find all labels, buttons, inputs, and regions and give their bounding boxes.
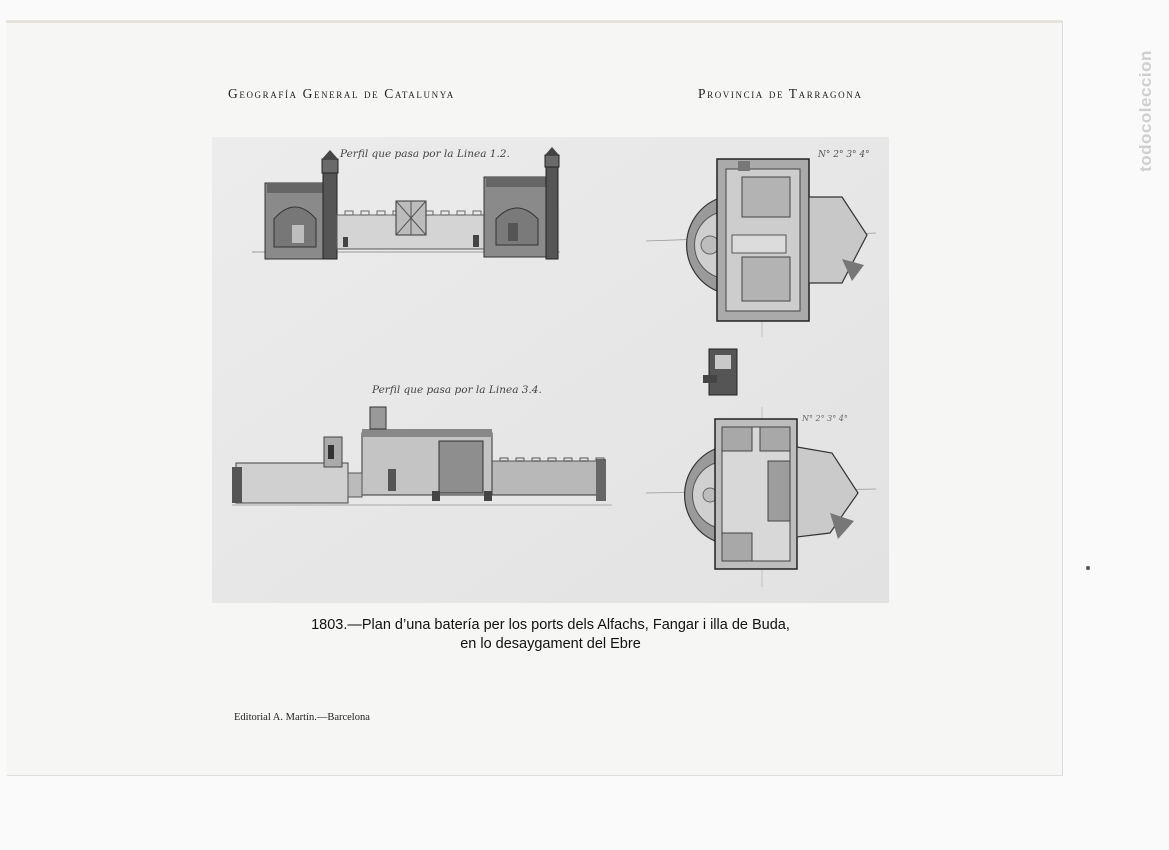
edge-speck xyxy=(1086,566,1090,570)
watermark: todocoleccion xyxy=(1128,26,1164,196)
profile-2-elevation: Perfil que pasa por la Linea 3.4. xyxy=(232,384,612,506)
watermark-text: todocoleccion xyxy=(1136,50,1155,172)
running-header-right: Provincia de Tarragona xyxy=(698,86,863,101)
scale-note: N° 2° 3° 4° xyxy=(817,150,870,160)
battery-plan-drawing: Perfil que pasa por la Linea 1.2. xyxy=(212,137,889,603)
figure-caption-line-1: 1803.—Plan d’una batería per los ports d… xyxy=(311,617,790,633)
profile-2-label: Perfil que pasa por la Linea 3.4. xyxy=(371,384,542,396)
figure-caption-line-2: en lo desaygament del Ebre xyxy=(460,636,641,652)
profile-1-elevation: Perfil que pasa por la Linea 1.2. xyxy=(252,147,560,260)
scale-note-2: N° 2° 3° 4° xyxy=(801,414,848,423)
plan-1: N° 2° 3° 4° xyxy=(645,150,877,337)
profile-1-label: Perfil que pasa por la Linea 1.2. xyxy=(339,148,510,160)
publisher-imprint: Editorial A. Martín.—Barcelona xyxy=(234,712,370,723)
engraving-plate: Perfil que pasa por la Linea 1.2. xyxy=(212,137,889,603)
plan-2: N° 2° 3° 4° xyxy=(645,407,877,587)
detail-plan xyxy=(703,348,738,396)
running-header-left: Geografía General de Catalunya xyxy=(228,86,455,101)
